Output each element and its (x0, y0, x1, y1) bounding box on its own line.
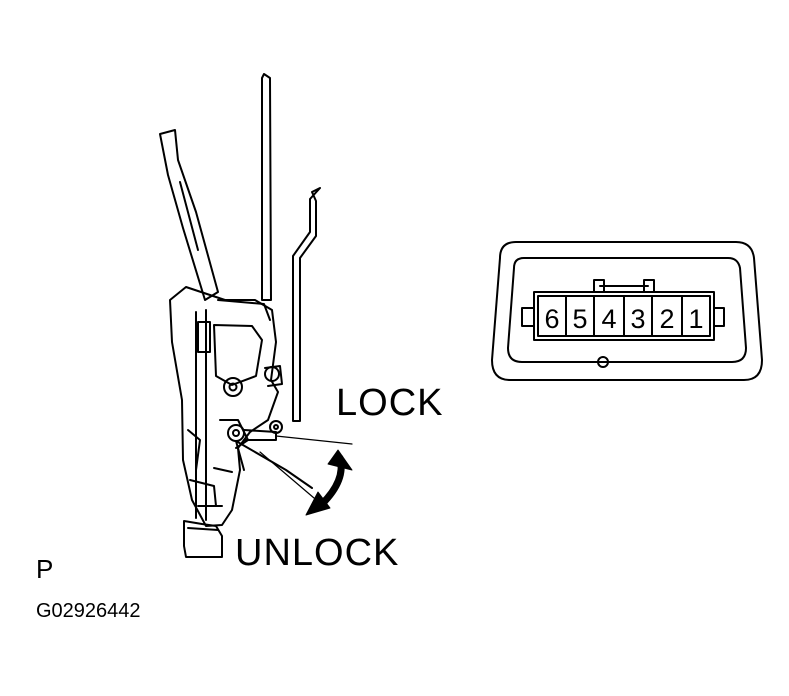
door-lock-body (169, 286, 283, 527)
view-label: P (36, 554, 54, 584)
connector-pin-label: 1 (688, 304, 703, 334)
connector-pin-label: 3 (630, 304, 645, 334)
unlock-label: UNLOCK (235, 532, 400, 574)
lock-lever (227, 420, 313, 489)
lock-label: LOCK (336, 382, 444, 424)
lock-knob-rod (292, 187, 321, 422)
connector-housing (491, 241, 763, 381)
connector-pin-label: 6 (544, 304, 559, 334)
lock-unlock-arrow (305, 449, 353, 516)
lever-travel-guides (259, 435, 353, 499)
latch-bracket-arm (159, 129, 219, 301)
connector-pin-label: 5 (572, 304, 587, 334)
figure-code: G02926442 (36, 600, 141, 622)
connector-pin-label: 4 (601, 304, 616, 334)
connector-pin-numbers: 6 5 4 3 2 1 (544, 304, 703, 334)
lower-connector-block (183, 520, 223, 558)
inside-handle-rod (261, 73, 272, 301)
connector-pin-label: 2 (659, 304, 674, 334)
